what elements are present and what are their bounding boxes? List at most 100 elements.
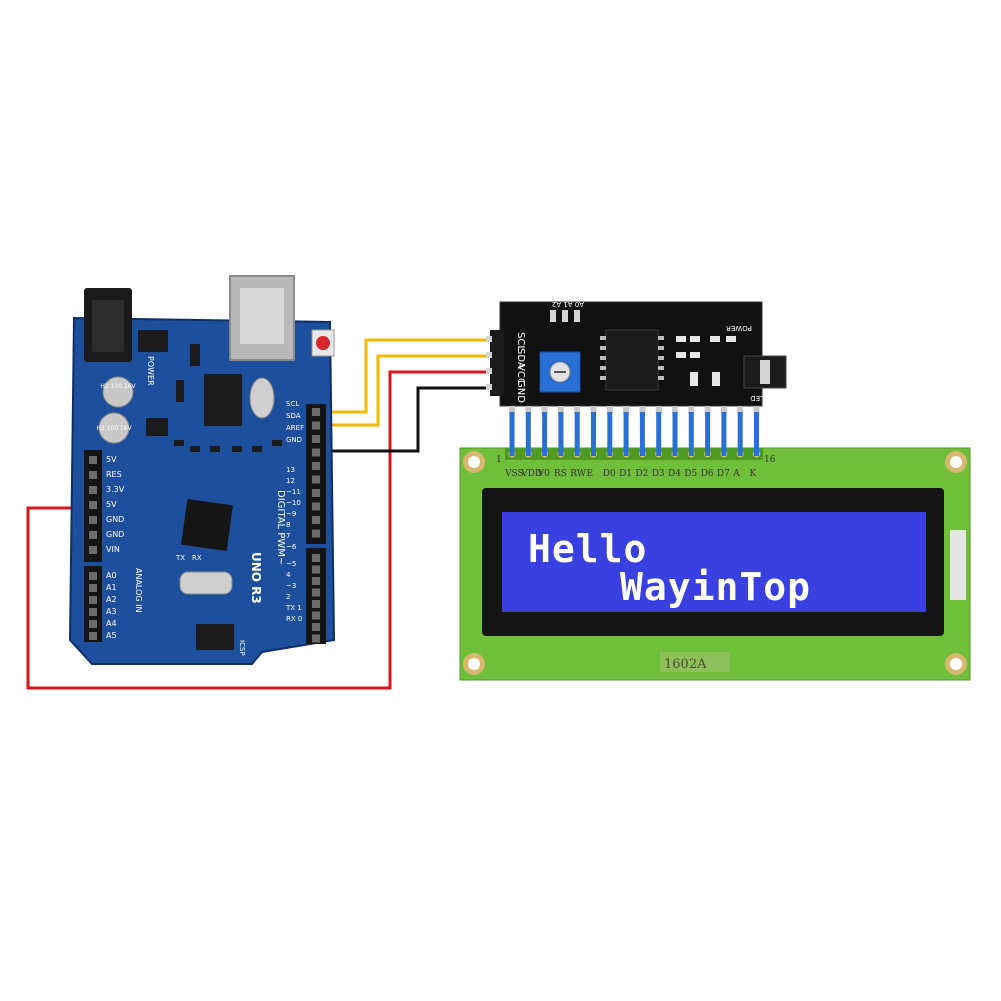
module-power-label: POWER xyxy=(726,324,752,332)
lcd-pin-label: RS xyxy=(554,469,567,479)
crystal-oscillator xyxy=(249,377,275,419)
jumper-wire xyxy=(721,412,727,456)
wire-vcc xyxy=(26,370,495,690)
lcd-model-label: 1602A xyxy=(664,657,707,672)
analog-in-label: ANALOG IN xyxy=(134,568,143,613)
lcd-pin-label: D5 xyxy=(684,469,697,479)
i2c-pin-label: VCC xyxy=(515,364,526,385)
i2c-pin-header xyxy=(490,330,504,396)
digital-pin-label: ~5 xyxy=(286,560,296,568)
top-header-label: SDA xyxy=(286,412,301,420)
digital-pin-label: TX 1 xyxy=(285,604,302,612)
capacitor-1-label: H2 100 16V xyxy=(100,383,136,390)
digital-pin-label: ~10 xyxy=(286,499,301,507)
lcd-pin-label: D4 xyxy=(668,469,681,479)
jumper-wire xyxy=(607,412,613,456)
microcontroller-chip xyxy=(181,499,233,551)
digital-pin-label: 12 xyxy=(286,477,295,485)
jumper-wire xyxy=(737,412,743,456)
contrast-potentiometer[interactable] xyxy=(539,351,581,393)
lcd-pin-first: 1 xyxy=(496,455,502,465)
lcd-line-1: Hello xyxy=(528,527,647,571)
digital-pin-label: ~3 xyxy=(286,582,296,590)
board-name-label: UNO R3 xyxy=(249,552,263,604)
lcd-pin-label: D0 xyxy=(603,469,616,479)
power-pin-label: VIN xyxy=(106,545,120,554)
tx-led-label: TX xyxy=(175,554,185,562)
capacitor-2 xyxy=(98,412,130,444)
digital-pwm-label: DIGITAL PWM~ xyxy=(275,490,286,565)
top-header-label: GND xyxy=(286,436,302,444)
jumper-wire xyxy=(542,412,548,456)
wire-gnd xyxy=(322,386,495,453)
lcd-pin-label: D6 xyxy=(701,469,714,479)
capacitor-1 xyxy=(102,376,134,408)
jumper-wire xyxy=(656,412,662,456)
lcd-pin-label: D3 xyxy=(652,469,665,479)
digital-pin-label: 4 xyxy=(286,571,291,579)
jumper-wire xyxy=(688,412,694,456)
i2c-pin-label: GND xyxy=(515,380,526,403)
analog-pin-label: A0 xyxy=(106,571,117,580)
voltage-regulator xyxy=(138,330,168,352)
jumper-wire xyxy=(623,412,629,456)
lcd-screen xyxy=(502,512,926,612)
power-label: POWER xyxy=(146,356,155,386)
i2c-pin-label: SCL xyxy=(515,332,526,351)
pcf8574-chip xyxy=(605,329,659,391)
wires xyxy=(26,338,495,690)
digital-pin-label: ~9 xyxy=(286,510,296,518)
lcd-pin-label: K xyxy=(750,469,757,479)
jumper-wire xyxy=(672,412,678,456)
icsp-header xyxy=(196,624,234,650)
lcd-line-2: WayinTop xyxy=(620,565,811,609)
analog-pin-label: A1 xyxy=(106,583,117,592)
jumper-wire xyxy=(574,412,580,456)
power-pin-label: GND xyxy=(106,530,124,539)
jumper-wire xyxy=(591,412,596,456)
digital-pin-label: RX 0 xyxy=(286,615,302,623)
rx-led-label: RX xyxy=(192,554,202,562)
lcd-pin-last: 16 xyxy=(764,455,776,465)
usb-serial-chip xyxy=(204,374,242,426)
digital-pin-label: ~6 xyxy=(286,543,297,551)
jumper-wire xyxy=(509,412,515,456)
lcd-pin-label: D2 xyxy=(635,469,648,479)
i2c-pin-label: SDA xyxy=(515,348,526,369)
power-pin-label: RES xyxy=(106,470,122,479)
power-pin-label: GND xyxy=(106,515,124,524)
jumper-wire xyxy=(525,412,531,456)
analog-pin-label: A3 xyxy=(106,607,117,616)
top-header-label: AREF xyxy=(286,424,304,432)
jumper-wire xyxy=(558,412,564,456)
lcd-pin-label: D7 xyxy=(717,469,730,479)
lcd-pin-label: VDD xyxy=(520,469,542,479)
digital-pin-label: 13 xyxy=(286,466,295,474)
analog-pin-label: A5 xyxy=(106,631,117,640)
lcd-pin-label: RW xyxy=(570,469,587,479)
digital-pin-label: 7 xyxy=(286,532,290,540)
jumper-wire xyxy=(705,412,711,456)
power-pin-label: 3.3V xyxy=(106,485,125,494)
led-label: LED xyxy=(750,394,764,402)
jumper-wire xyxy=(639,412,645,456)
wire-scl xyxy=(322,338,495,414)
lcd-pin-label: D1 xyxy=(619,469,632,479)
jumper-wire xyxy=(754,412,759,456)
analog-pin-label: A2 xyxy=(106,595,117,604)
wire-sda xyxy=(322,354,495,427)
lcd-pin-label: V0 xyxy=(537,469,550,479)
icsp-label: ICSP xyxy=(238,640,246,656)
digital-pin-label: 8 xyxy=(286,521,290,529)
address-label: A0 A1 A2 xyxy=(552,300,584,308)
power-pin-label: 5V xyxy=(106,500,117,509)
